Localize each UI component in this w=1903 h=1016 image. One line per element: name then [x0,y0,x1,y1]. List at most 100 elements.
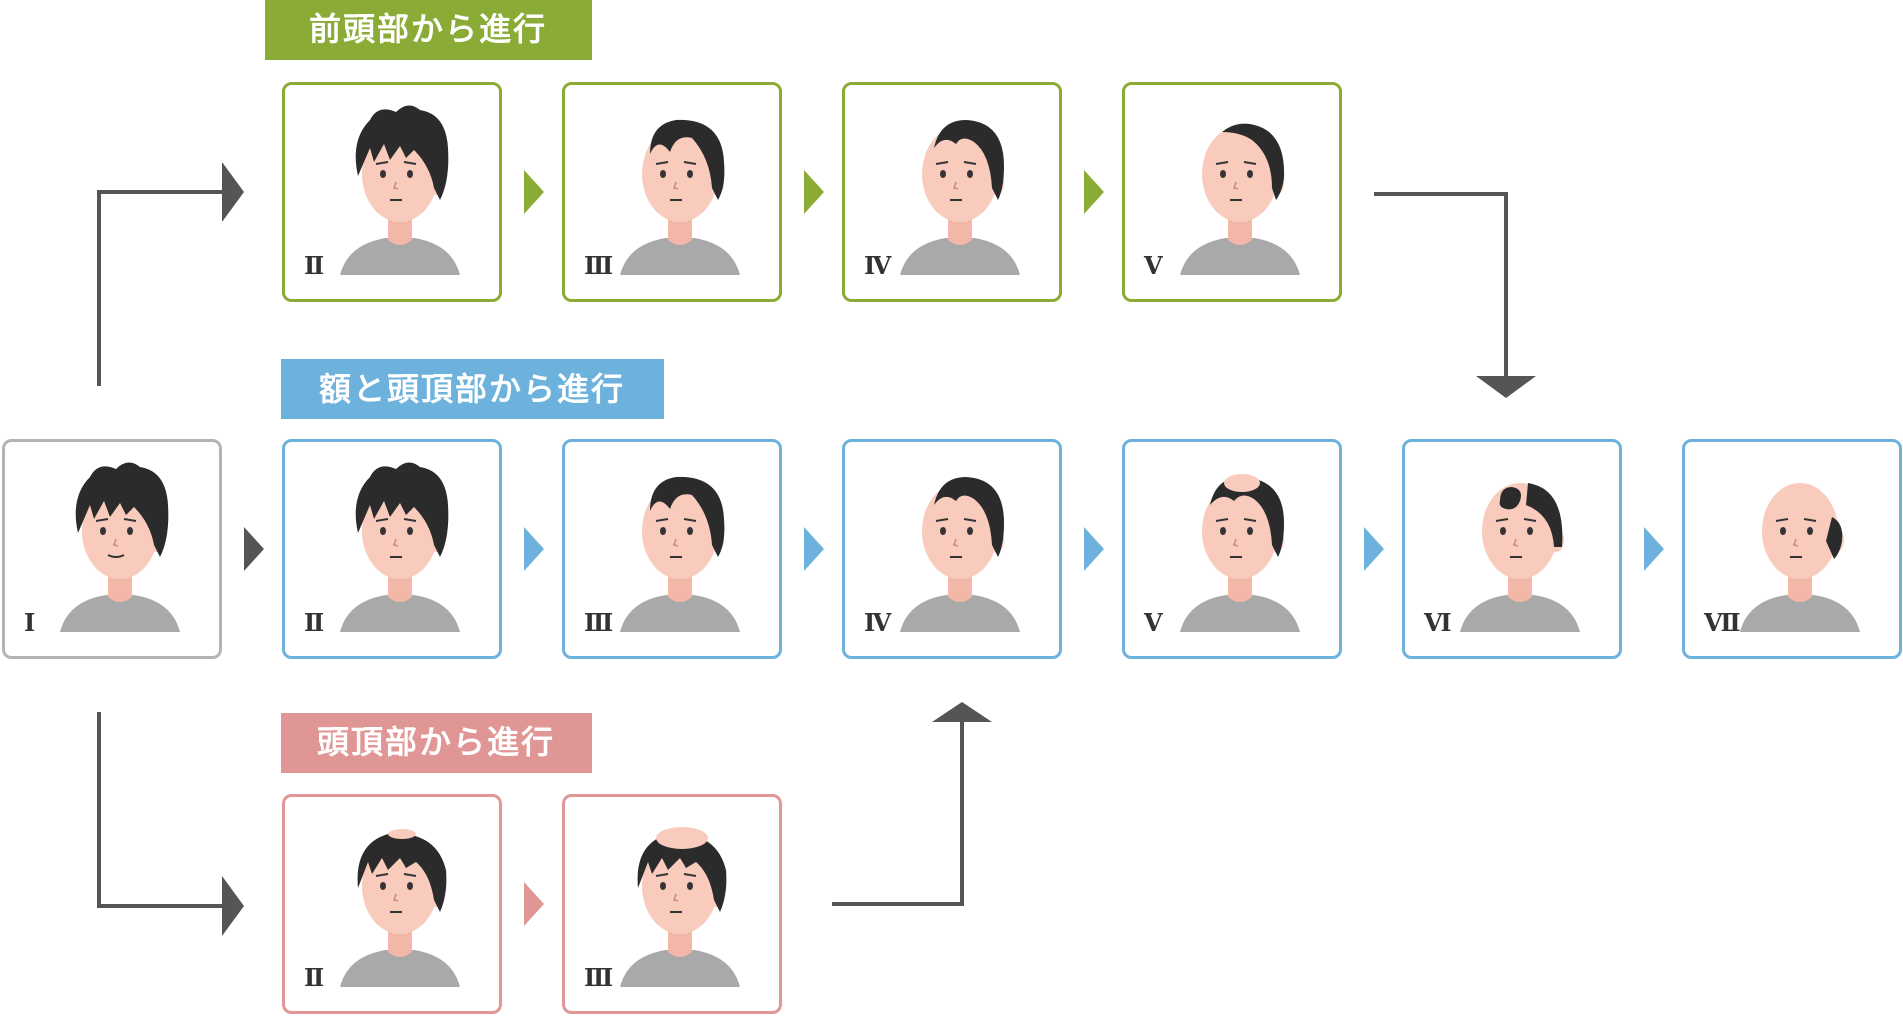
eye [407,882,413,890]
stage-label: Ⅵ [1423,608,1452,637]
hair-full [75,462,169,557]
mixed-banner: 額と頭頂部から進行 [281,359,664,419]
nose [1233,181,1239,190]
shirt [60,595,180,632]
brow [403,161,417,165]
nose [673,538,679,547]
brow [1243,161,1257,165]
shirt [340,950,460,987]
stage-label: Ⅱ [304,608,324,637]
shirt [1180,595,1300,632]
brow [95,518,109,522]
arrowhead-down-icon [1476,376,1536,398]
step-arrow-icon [524,527,544,571]
brow [683,518,697,522]
brow [1775,518,1789,522]
brow [655,518,669,522]
hair-frontal-m [650,119,725,200]
step-arrow-icon [524,882,544,926]
nose [393,181,399,190]
nose [673,181,679,190]
eye [1500,527,1506,535]
eye [380,527,386,535]
eye [127,527,133,535]
step-arrow-icon [1084,527,1104,571]
stage-label: Ⅴ [1143,251,1163,280]
nose [1793,538,1799,547]
nose [1233,538,1239,547]
nose [953,181,959,190]
step-arrow-icon [1364,527,1384,571]
eye [1780,527,1786,535]
crown-banner: 頭頂部から進行 [281,713,592,773]
eye [407,527,413,535]
step-arrow-icon [1644,527,1664,571]
hair-full [355,105,449,200]
connector-start-to-frontal [97,190,222,386]
shirt [900,595,1020,632]
shirt [340,238,460,275]
eye [1220,170,1226,178]
head [1202,126,1278,222]
stage-card: Ⅱ [282,439,502,659]
crown-spot [388,829,416,839]
shirt [620,595,740,632]
step-arrow-icon [1084,170,1104,214]
connector-crown-to-mixed-iv [832,716,964,906]
eye [380,170,386,178]
hair-crown-large [637,833,727,912]
mixed-banner-text: 額と頭頂部から進行 [319,370,625,408]
eye [380,882,386,890]
stage-label: Ⅱ [304,963,324,992]
brow [375,518,389,522]
brow [1803,518,1817,522]
stage-card: Ⅱ [282,82,502,302]
stage-card: Ⅳ [842,439,1062,659]
stage-card: Ⅱ [282,794,502,1014]
hair-mixed-v [1210,477,1284,557]
nose [1513,538,1519,547]
connector-heads [222,162,1536,936]
crown-spot [1224,474,1260,492]
step-arrow-icon [244,527,264,571]
crown-spot [656,827,708,849]
stage-card: Ⅵ [1402,439,1622,659]
brow [123,518,137,522]
hair-frontal-top [1222,123,1285,200]
stage-card: Ⅲ [562,82,782,302]
brow [375,161,389,165]
stage-label: Ⅲ [584,963,613,992]
stage-card: Ⅴ [1122,439,1342,659]
head [642,126,718,222]
shirt [1180,238,1300,275]
stage-card: Ⅴ [1122,82,1342,302]
brow [1523,518,1537,522]
step-arrows [244,170,1664,926]
brow [655,161,669,165]
eye [100,527,106,535]
eye [1247,527,1253,535]
stage-label: Ⅳ [864,608,892,637]
connector-frontal-to-mixed-vi [1374,192,1508,376]
step-arrow-icon [804,527,824,571]
brow [403,518,417,522]
brow [683,161,697,165]
stage-card: Ⅲ [562,439,782,659]
eye [940,527,946,535]
eye [660,882,666,890]
shirt [340,595,460,632]
brow [1215,518,1229,522]
stage-label: Ⅴ [1143,608,1163,637]
eye [660,170,666,178]
head [922,483,998,579]
shirt [1460,595,1580,632]
eye [407,170,413,178]
shirt [620,950,740,987]
hair-tuft [1499,487,1521,510]
stage-label: Ⅰ [24,608,35,637]
brow [1243,518,1257,522]
hair-frontal-deep [934,120,1004,200]
head [642,483,718,579]
